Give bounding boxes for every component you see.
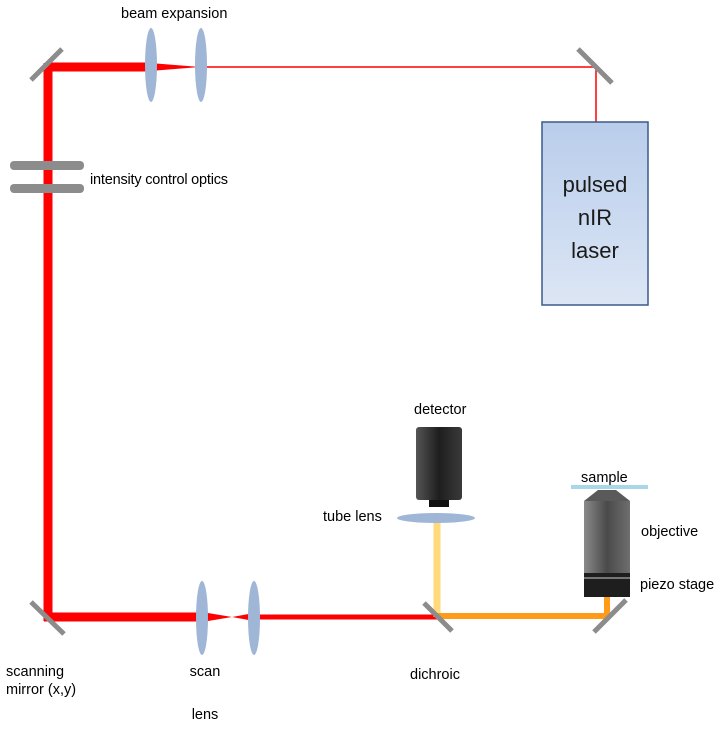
intensity-control-label: intensity control optics <box>90 172 228 188</box>
expansion-lens-1 <box>145 28 157 102</box>
detector-base <box>429 500 449 507</box>
objective-tip <box>584 490 630 501</box>
mirror-top-left <box>29 47 64 82</box>
scan-lens-2 <box>248 581 260 655</box>
mirror-bottom-right <box>592 598 628 634</box>
laser-label-line2: nIR <box>577 205 613 230</box>
tube-lens <box>397 513 475 523</box>
dichroic-mirror <box>422 601 454 633</box>
objective-body <box>584 501 630 573</box>
scan-lens-label-line1: scan <box>189 664 221 680</box>
objective-label: objective <box>641 524 699 540</box>
laser-label-line1: pulsed <box>562 172 628 197</box>
scan-focus-cone <box>202 612 232 622</box>
dichroic-label: dichroic <box>410 667 460 683</box>
expansion-lens-2 <box>195 28 207 102</box>
scanning-mirror-label-line1: scanning <box>6 664 65 680</box>
scanning-mirror-label-line2: mirror (x,y) <box>6 682 77 698</box>
tube-lens-label: tube lens <box>323 509 382 525</box>
scan-lens-label-line2: lens <box>191 707 219 723</box>
beam-expansion-label: beam expansion <box>121 6 228 22</box>
intensity-plate-bottom <box>10 184 84 193</box>
scan-lens-1 <box>196 581 208 655</box>
laser-box <box>541 121 649 306</box>
piezo-stage <box>584 573 630 597</box>
scanning-mirror <box>29 600 66 636</box>
mirror-top-right <box>576 47 614 85</box>
expansion-cone <box>150 63 200 71</box>
detector-label: detector <box>414 402 467 418</box>
detector-body <box>416 427 462 500</box>
laser-label: pulsed nIR laser <box>542 168 648 267</box>
laser-label-line3: laser <box>571 238 619 263</box>
intensity-plate-top <box>10 161 84 170</box>
sample-label: sample <box>581 470 628 486</box>
piezo-stage-label: piezo stage <box>640 577 715 593</box>
